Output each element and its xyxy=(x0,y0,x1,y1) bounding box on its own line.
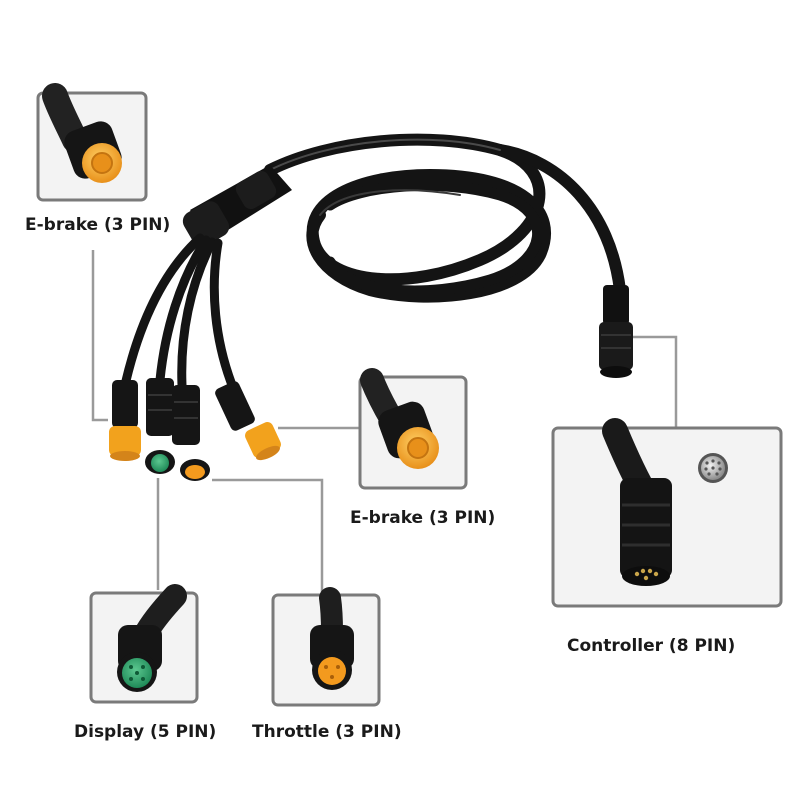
branch-connector-ebrake-left xyxy=(109,380,141,461)
ebrake-right-closeup xyxy=(358,368,468,490)
leader-lines xyxy=(91,250,678,593)
pin-face-icon xyxy=(698,453,728,483)
branch-connector-throttle xyxy=(172,385,210,481)
throttle-closeup xyxy=(271,587,381,707)
label-ebrake-top: E-brake (3 PIN) xyxy=(25,215,171,235)
label-ebrake-right: E-brake (3 PIN) xyxy=(350,508,496,528)
display-closeup xyxy=(89,584,199,704)
label-controller: Controller (8 PIN) xyxy=(567,636,736,656)
leader-ebrake-top xyxy=(91,250,108,422)
controller-closeup xyxy=(551,418,783,608)
leader-controller xyxy=(630,335,678,428)
label-throttle: Throttle (3 PIN) xyxy=(252,722,402,742)
label-display: Display (5 PIN) xyxy=(74,722,217,742)
ebrake-top-closeup xyxy=(36,83,148,202)
splitter-body xyxy=(182,165,292,247)
leader-throttle xyxy=(212,478,324,593)
branch-connector-display xyxy=(145,378,175,474)
coiled-cable xyxy=(264,133,626,303)
branch-connector-ebrake-right xyxy=(215,381,281,461)
branch-cables xyxy=(120,233,237,390)
controller-connector xyxy=(599,285,633,378)
